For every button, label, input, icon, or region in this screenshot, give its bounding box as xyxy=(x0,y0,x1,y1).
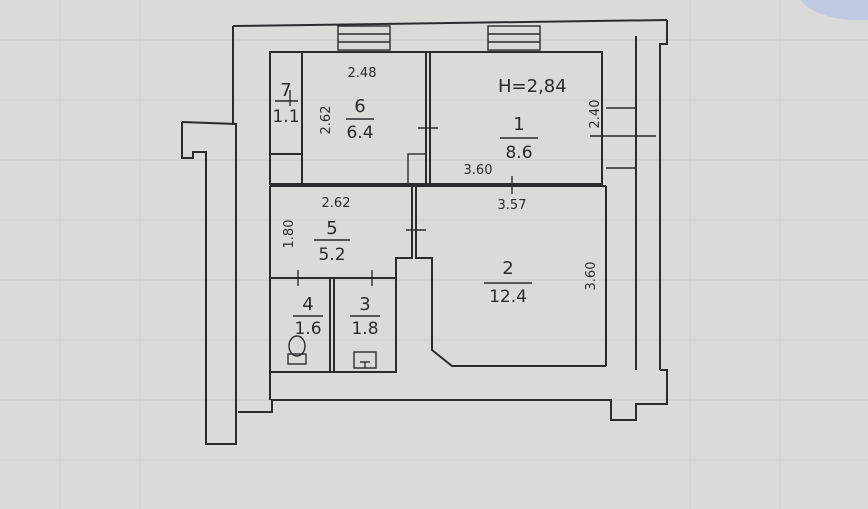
sink-icon xyxy=(353,351,377,369)
dimension-room-1-width: 3.60 xyxy=(464,163,493,178)
dimension-room-5-depth: 1.80 xyxy=(282,220,297,249)
room-3-number: 3 xyxy=(359,294,370,315)
room-5: 5 5.2 xyxy=(318,218,345,265)
room-2: 2 12.4 xyxy=(489,258,527,307)
room-4-number: 4 xyxy=(302,294,313,315)
dimension-room-2-width: 3.57 xyxy=(498,198,527,213)
room-1-number: 1 xyxy=(513,114,524,135)
room-3: 3 1.8 xyxy=(351,294,378,339)
fraction-bars xyxy=(275,100,538,317)
room-7: 7 1.1 xyxy=(272,80,299,127)
dimension-room-6-width: 2.48 xyxy=(348,66,377,81)
inner-walls xyxy=(269,51,607,400)
room-4-area: 1.6 xyxy=(294,319,321,339)
window-top-right xyxy=(487,25,541,51)
stamp-mark xyxy=(800,0,868,21)
outer-walls xyxy=(181,19,668,445)
room-6: 6 6.4 xyxy=(346,96,373,143)
room-1: 1 8.6 xyxy=(505,114,532,163)
room-2-number: 2 xyxy=(502,258,513,279)
room-5-number: 5 xyxy=(326,218,337,239)
room-3-area: 1.8 xyxy=(351,319,378,339)
room-7-number: 7 xyxy=(280,80,291,101)
room-6-area: 6.4 xyxy=(346,123,373,143)
window-room-1 xyxy=(590,107,656,169)
room-1-area: 8.6 xyxy=(505,143,532,163)
dimension-room-1-depth: 2.40 xyxy=(588,100,603,129)
room-2-area: 12.4 xyxy=(489,287,527,307)
room-5-area: 5.2 xyxy=(318,245,345,265)
room-7-area: 1.1 xyxy=(272,107,299,127)
door-marks xyxy=(289,90,513,286)
room-4: 4 1.6 xyxy=(294,294,321,339)
room-6-number: 6 xyxy=(354,96,365,117)
toilet-icon xyxy=(287,335,307,365)
dimension-room-2-depth: 3.60 xyxy=(584,262,599,291)
ceiling-height-label: H=2,84 xyxy=(498,76,567,97)
dimension-room-6-depth: 2.62 xyxy=(319,106,334,135)
dimension-room-5-width: 2.62 xyxy=(322,196,351,211)
window-top-left xyxy=(337,25,391,51)
